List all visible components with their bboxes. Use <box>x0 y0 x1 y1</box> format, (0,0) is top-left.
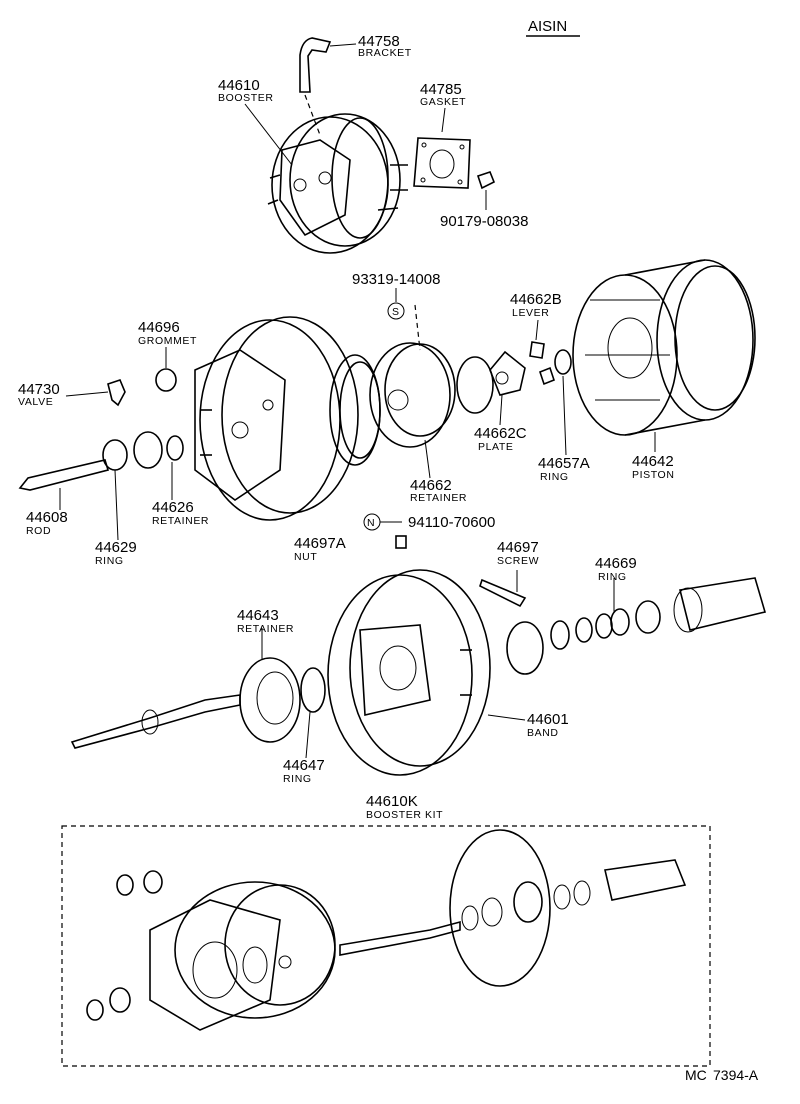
retainer-44643-drawing <box>239 657 301 743</box>
booster-kit-group <box>61 825 711 1067</box>
part-number-44608: 44608 <box>26 509 68 526</box>
part-name-44697a: NUT <box>294 551 317 563</box>
part-name-44697: SCREW <box>497 555 539 567</box>
bracket-drawing <box>299 37 332 93</box>
part-name-44696: GROMMET <box>138 335 197 347</box>
part-name-44642: PISTON <box>632 469 675 481</box>
part-number-44610k: 44610K <box>366 793 418 810</box>
push-rod-drawing <box>70 694 241 749</box>
part-number-44730: 44730 <box>18 381 60 398</box>
part-number-44629: 44629 <box>95 539 137 556</box>
part-name-44662c: PLATE <box>478 441 513 453</box>
symbol-n-text: N <box>367 517 375 529</box>
part-number-44610: 44610 <box>218 77 260 94</box>
gasket-drawing <box>413 137 471 189</box>
part-name-44669: RING <box>598 571 627 583</box>
leader-lines <box>59 43 656 759</box>
part-name-44758: BRACKET <box>358 47 412 59</box>
valve-drawing <box>107 379 126 407</box>
booster-assembly-top <box>267 37 496 254</box>
plate-drawing <box>489 350 526 396</box>
diagram-code-prefix: MC <box>685 1067 707 1083</box>
lever-drawing <box>529 341 545 359</box>
part-number-93319: 93319-14008 <box>352 271 440 288</box>
part-name-44626: RETAINER <box>152 515 209 527</box>
part-name-44662b: LEVER <box>512 307 549 319</box>
part-number-94110: 94110-70600 <box>408 514 495 531</box>
part-number-44647: 44647 <box>283 757 325 774</box>
kit-rod-drawing <box>339 920 461 956</box>
booster-assembly-lower: N <box>70 513 767 776</box>
part-number-44643: 44643 <box>237 607 279 624</box>
part-name-44785: GASKET <box>420 96 466 108</box>
part-number-44697a: 44697A <box>294 535 346 552</box>
part-number-44662c: 44662C <box>474 425 527 442</box>
part-name-44643: RETAINER <box>237 623 294 635</box>
part-name-44610k: BOOSTER KIT <box>366 809 443 821</box>
part-name-44647: RING <box>283 773 312 785</box>
boot-drawing <box>679 577 767 631</box>
part-number-44642: 44642 <box>632 453 674 470</box>
part-number-44758: 44758 <box>358 33 400 50</box>
booster-kit-box <box>61 825 711 1067</box>
part-name-44610: BOOSTER <box>218 92 274 104</box>
diagram-code: 7394-A <box>713 1067 759 1083</box>
brand-label: AISIN <box>528 18 567 35</box>
kit-boot-drawing <box>604 859 687 901</box>
part-name-44657a: RING <box>540 471 569 483</box>
rod-drawing <box>18 459 110 491</box>
part-name-44608: ROD <box>26 525 51 537</box>
symbol-s <box>387 302 405 320</box>
part-number-44697: 44697 <box>497 539 539 556</box>
booster-assembly-middle: S <box>18 259 756 521</box>
kit-diaphragm-drawing <box>449 829 551 987</box>
part-number-44657a: 44657A <box>538 455 590 472</box>
symbol-s-text: S <box>392 306 400 318</box>
part-number-44662: 44662 <box>410 477 452 494</box>
nut-drawing <box>476 171 496 190</box>
part-number-44601: 44601 <box>527 711 569 728</box>
part-name-44730: VALVE <box>18 396 53 408</box>
part-name-44662: RETAINER <box>410 492 467 504</box>
part-number-44785: 44785 <box>420 81 462 98</box>
part-number-90179: 90179-08038 <box>440 213 528 230</box>
nut-44697a-drawing <box>395 535 407 549</box>
part-number-44669: 44669 <box>595 555 637 572</box>
grommet-drawing <box>155 368 177 392</box>
part-number-44662b: 44662B <box>510 291 562 308</box>
part-number-44626: 44626 <box>152 499 194 516</box>
part-labels: 44758 BRACKET 44610 BOOSTER 44785 GASKET… <box>18 33 675 821</box>
part-name-44629: RING <box>95 555 124 567</box>
part-name-44601: BAND <box>527 727 559 739</box>
part-number-44696: 44696 <box>138 319 180 336</box>
screw-drawing <box>479 578 527 608</box>
